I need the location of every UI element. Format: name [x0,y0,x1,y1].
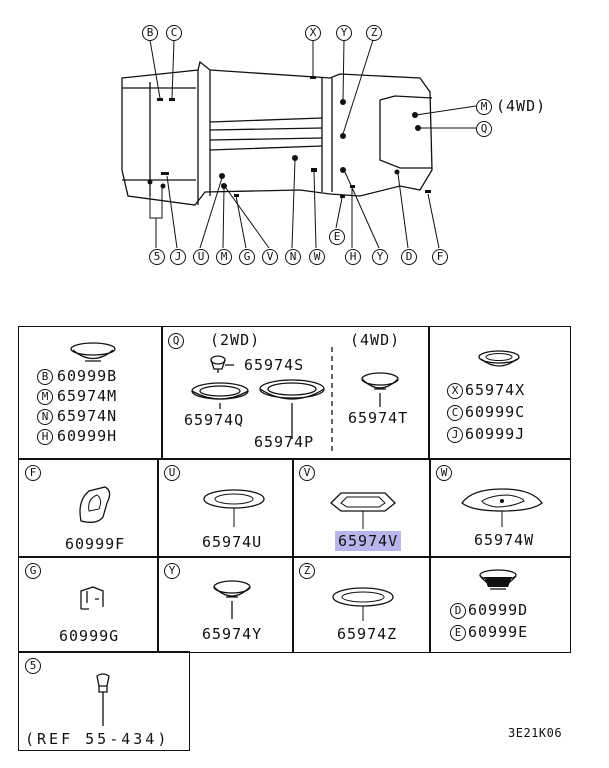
ref-55-434: (REF 55-434) [25,730,170,748]
part-65974x: 65974X [465,381,526,399]
callout-u: U [193,249,209,265]
part-60999c: 60999C [465,403,526,421]
grommet-icon [479,569,517,590]
letter-f: F [25,465,41,481]
cell-f[interactable]: F 60999F [18,458,159,558]
letter-u: U [164,465,180,481]
letter-e: E [450,625,466,641]
callout-m-right: M [476,99,492,115]
callout-m-bottom: M [216,249,232,265]
cell-w[interactable]: W 65974W [429,458,571,558]
cell-g[interactable]: G 60999G [18,556,159,653]
letter-v: V [299,465,315,481]
letter-d: D [450,603,466,619]
callout-z: Z [366,25,382,41]
plug-w-icon [461,488,543,527]
callout-5: 5 [149,249,165,265]
part-60999g: 60999G [59,627,120,645]
callout-h: H [345,249,361,265]
plug-v-icon [330,492,396,529]
cell-x-c-j[interactable]: X 65974X C 60999C J 60999J [428,326,571,460]
part-65974w: 65974W [474,531,535,549]
letter-h: H [37,429,53,445]
callout-b: B [142,25,158,41]
part-65974q: 65974Q [184,411,245,429]
callout-w: W [309,249,325,265]
cell-v[interactable]: V 65974V [292,458,431,558]
cell-b-m-n-h[interactable]: B 60999B M 65974M N 65974N H 60999H [18,326,163,460]
callout-n: N [285,249,301,265]
letter-q: Q [168,333,184,349]
part-65974n: 65974N [57,407,118,425]
plug-z-icon [332,587,394,621]
letter-g: G [25,563,41,579]
grommet-icon [478,350,520,367]
heading-2wd: (2WD) [210,331,261,349]
part-65974p: 65974P [254,433,315,451]
cell-5[interactable]: 5 (REF 55-434) [18,651,190,751]
clip-g-icon [80,586,104,610]
letter-w: W [436,465,452,481]
callout-j: J [170,249,186,265]
part-65974m: 65974M [57,387,118,405]
cell-q[interactable]: Q (2WD) (4WD) 65974S 65974Q 65974P [161,326,430,460]
letter-c: C [447,405,463,421]
letter-y: Y [164,563,180,579]
plug-y-icon [213,580,251,619]
callout-m-4wd-label: (4WD) [496,97,547,115]
part-65974y: 65974Y [202,625,263,643]
callout-f: F [432,249,448,265]
part-65974v-highlighted[interactable]: 65974V [335,531,402,551]
letter-x: X [447,383,463,399]
callout-y-bottom: Y [372,249,388,265]
part-60999e: 60999E [468,623,529,641]
part-60999d: 60999D [468,601,529,619]
clip-f-icon [79,486,111,523]
part-65974t: 65974T [348,409,409,427]
grommet-icon [70,342,116,362]
letter-m: M [37,389,53,405]
diagram-code: 3E21K06 [508,726,563,740]
cell-u[interactable]: U 65974U [157,458,294,558]
callout-q: Q [476,121,492,137]
cell-y[interactable]: Y 65974Y [157,556,294,653]
callout-e: E [329,229,345,245]
callout-d: D [401,249,417,265]
floor-diagram: B C X Y Z M (4WD) Q 5 J U M G V N W H Y … [0,0,609,290]
part-65974z: 65974Z [337,625,398,643]
part-65974u: 65974U [202,533,263,551]
callout-g: G [239,249,255,265]
plug-u-icon [203,489,265,527]
part-65974s: 65974S [244,356,305,374]
callout-x: X [305,25,321,41]
part-60999f: 60999F [65,535,126,553]
clip-5-icon [96,673,110,726]
cell-d-e[interactable]: D 60999D E 60999E [429,556,571,653]
letter-n: N [37,409,53,425]
part-60999j: 60999J [465,425,526,443]
callout-c: C [166,25,182,41]
cell-z[interactable]: Z 65974Z [292,556,431,653]
letter-z: Z [299,563,315,579]
q-parts-drawing [191,347,399,455]
callout-v: V [262,249,278,265]
callout-y-top: Y [336,25,352,41]
floor-pan-drawing [121,39,477,249]
part-60999b: 60999B [57,367,118,385]
part-60999h: 60999H [57,427,118,445]
heading-4wd: (4WD) [350,331,401,349]
letter-j: J [447,427,463,443]
letter-b: B [37,369,53,385]
letter-5: 5 [25,658,41,674]
